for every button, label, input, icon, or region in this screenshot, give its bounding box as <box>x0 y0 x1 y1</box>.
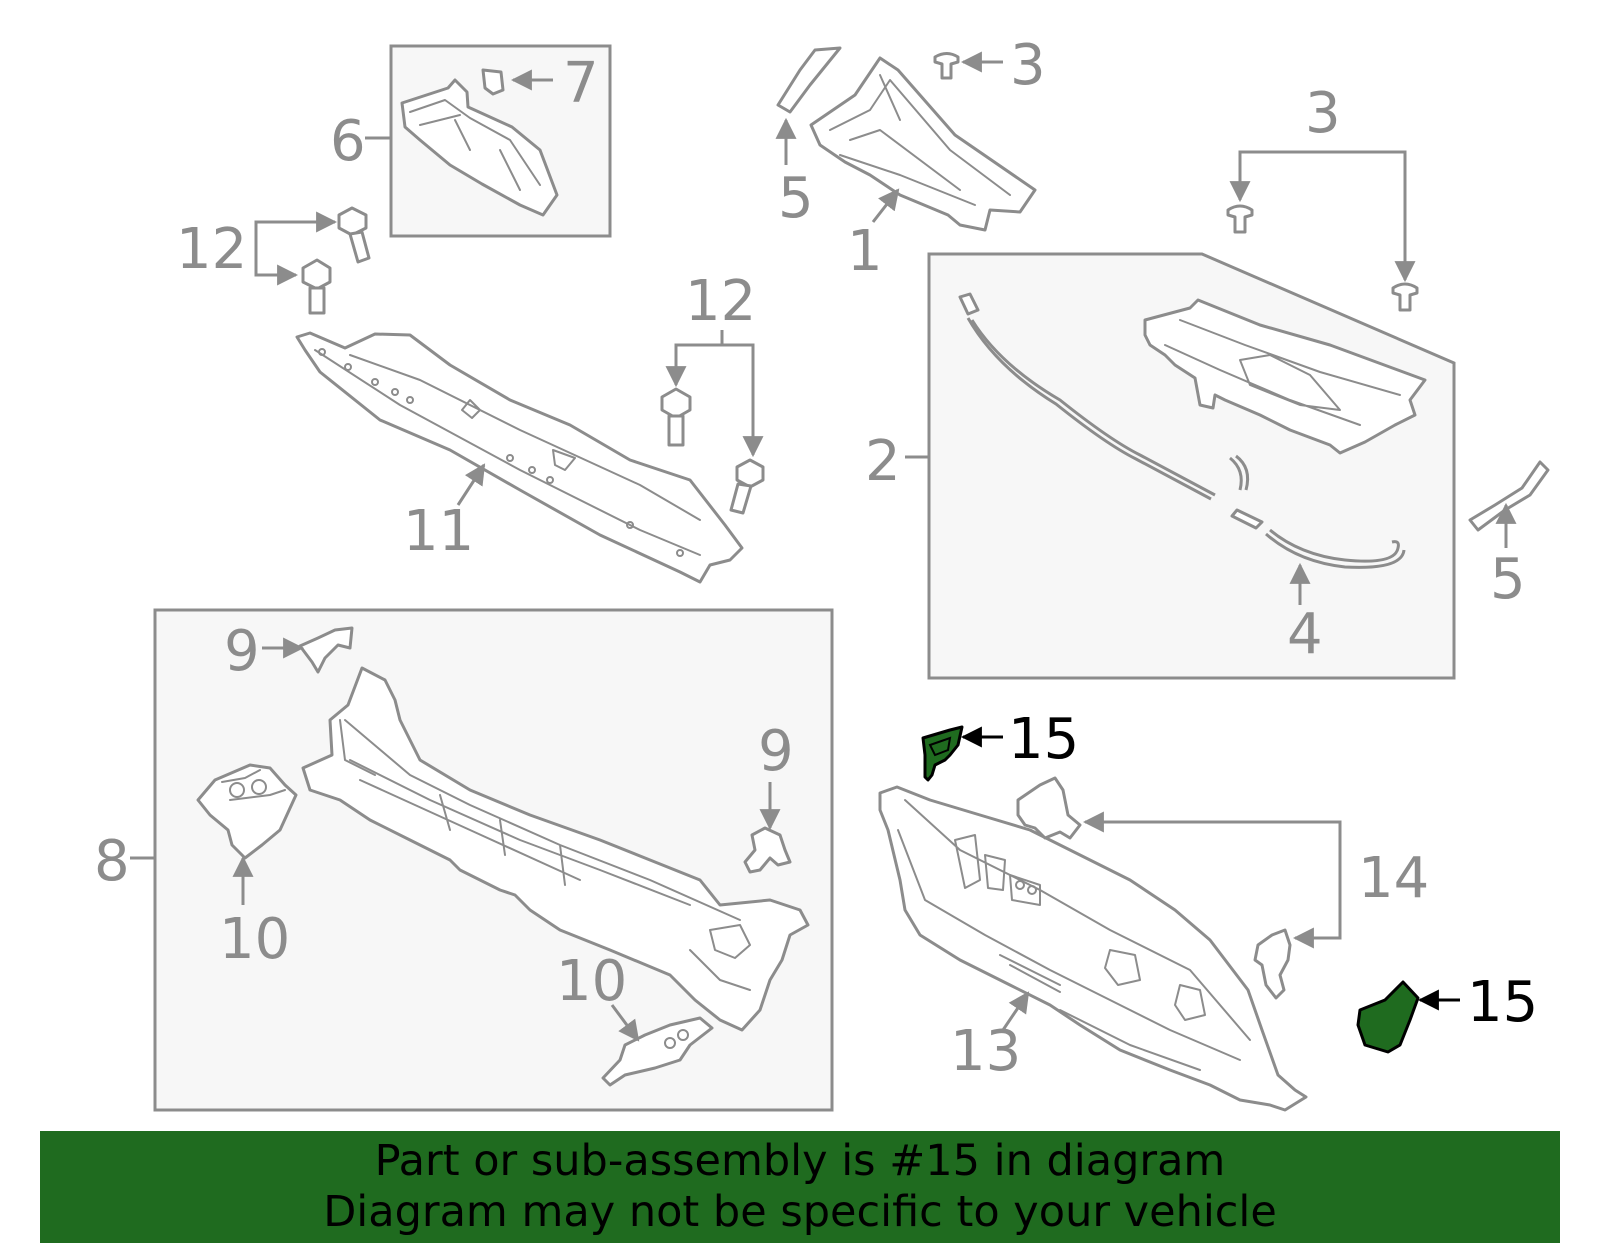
part-8-shape <box>301 666 810 1032</box>
info-banner: Part or sub-assembly is #15 in diagram D… <box>40 1131 1560 1243</box>
label-15a: 15 <box>1008 707 1079 772</box>
label-12b: 12 <box>685 269 756 334</box>
label-6: 6 <box>330 109 366 174</box>
bolt-icon <box>301 258 332 315</box>
label-9b: 9 <box>758 719 794 784</box>
part-15b-highlight-shape <box>1356 980 1420 1054</box>
label-2: 2 <box>865 429 901 494</box>
label-5b: 5 <box>1490 547 1526 612</box>
bolts-12a-group <box>254 206 371 315</box>
label-8: 8 <box>94 829 130 894</box>
clips-3b-group <box>1226 150 1419 312</box>
banner-line-2: Diagram may not be specific to your vehi… <box>323 1187 1277 1237</box>
part-10a-shape <box>196 763 298 860</box>
part-5b-shape <box>1468 460 1550 532</box>
part-15b-group <box>1356 980 1460 1054</box>
part-15a-highlight-shape <box>921 725 964 782</box>
part-1-group <box>775 46 1037 232</box>
label-4: 4 <box>1287 602 1323 667</box>
part-1-shape <box>809 56 1037 232</box>
label-12a: 12 <box>176 217 247 282</box>
part-2-group <box>905 252 1456 680</box>
part-10b-shape <box>601 1016 714 1087</box>
bolts-12b-group <box>660 330 765 515</box>
part-7-shape <box>481 68 505 96</box>
part-13-group <box>878 785 1308 1112</box>
label-7: 7 <box>563 51 599 116</box>
label-13: 13 <box>950 1019 1021 1084</box>
bolt-icon <box>729 458 765 515</box>
label-10b: 10 <box>556 949 627 1014</box>
bolt-icon <box>337 206 371 264</box>
part-14a-shape <box>1016 776 1082 840</box>
label-11: 11 <box>403 499 474 564</box>
part-3b-clip-icon <box>1226 204 1254 234</box>
part-8-group <box>130 608 834 1112</box>
bolt-icon <box>660 387 692 447</box>
part-9a-shape <box>298 626 354 674</box>
part-11-group <box>295 331 744 584</box>
part-4-hose <box>1269 528 1400 563</box>
part-3a-clip-icon <box>933 52 960 80</box>
part-3c-clip-icon <box>1391 282 1419 312</box>
part-2-hose <box>970 319 1216 497</box>
label-3b: 3 <box>1305 81 1341 146</box>
label-3a: 3 <box>1010 33 1046 98</box>
part-5b-group <box>1468 460 1550 548</box>
label-1: 1 <box>847 219 883 284</box>
part-2-grille-shape <box>1143 298 1427 455</box>
part-14b-shape <box>1253 928 1292 1000</box>
label-15b: 15 <box>1467 970 1538 1035</box>
label-5a: 5 <box>778 166 814 231</box>
part-15a-group <box>921 725 1003 782</box>
part-11-shape <box>295 331 744 584</box>
part-6-shape <box>400 78 559 217</box>
label-9a: 9 <box>224 619 260 684</box>
part-9b-shape <box>743 826 792 874</box>
part-5a-shape <box>776 46 842 114</box>
banner-line-1: Part or sub-assembly is #15 in diagram <box>374 1136 1226 1186</box>
part-6-group <box>365 44 612 238</box>
label-14: 14 <box>1358 846 1429 911</box>
label-10a: 10 <box>219 907 290 972</box>
part-14-group <box>1016 776 1342 1000</box>
